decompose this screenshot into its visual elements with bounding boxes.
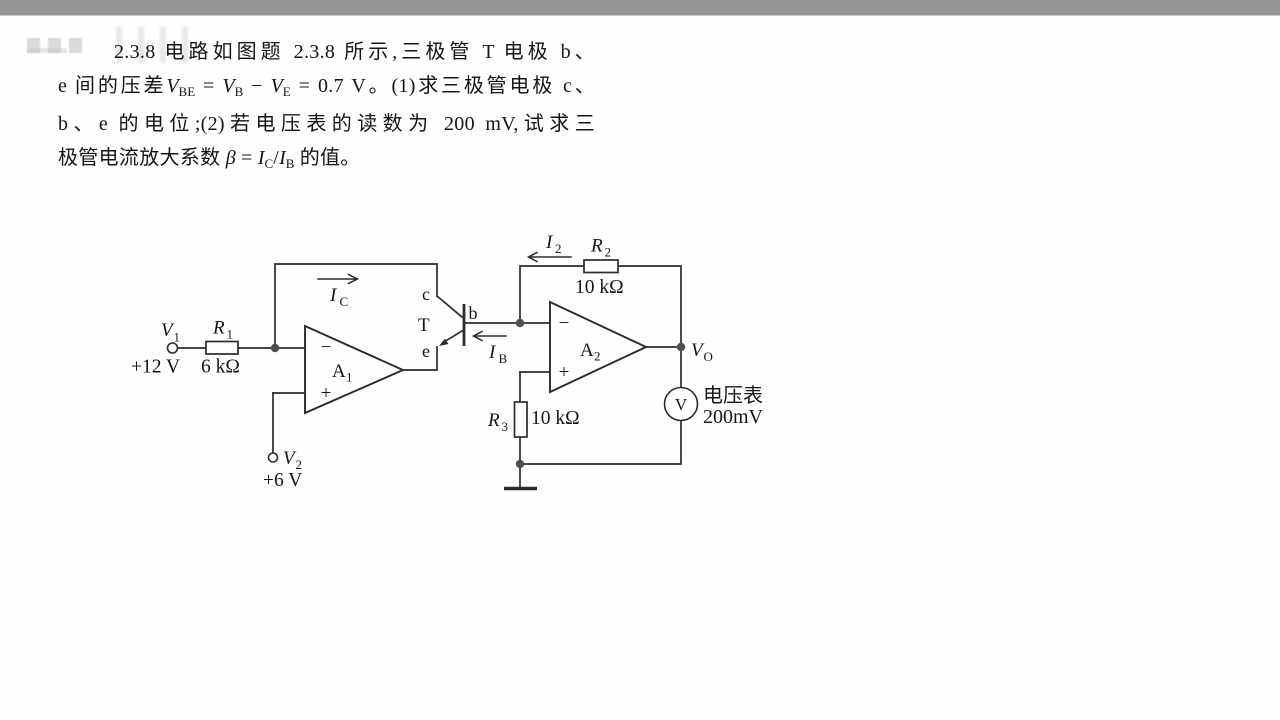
a2-label-sub: 2 bbox=[594, 349, 601, 364]
a1-noninverting-sign: + bbox=[321, 383, 332, 404]
ic-arrow bbox=[317, 273, 360, 285]
resistor-r3 bbox=[513, 401, 528, 438]
current-arrows bbox=[317, 251, 572, 342]
i2-label: I bbox=[545, 232, 554, 253]
wire bbox=[617, 265, 682, 348]
r3-label-sub: 3 bbox=[502, 419, 509, 434]
ic-label: I bbox=[329, 285, 338, 306]
collector-lead bbox=[435, 294, 464, 319]
emitter-arrow bbox=[439, 338, 449, 346]
watermark-smudge bbox=[27, 38, 89, 53]
problem-line-2: e 间的压差VBE = VB − VE = 0.7 V。(1)求三极管电极 c、 bbox=[58, 74, 596, 99]
opamp-a2-body bbox=[549, 300, 649, 394]
v1-label-sub: 1 bbox=[174, 330, 181, 345]
a1-inverting-sign: − bbox=[321, 337, 332, 358]
r3-label: R bbox=[487, 410, 500, 431]
v1-label: V bbox=[161, 320, 175, 341]
r3-value: 10 kΩ bbox=[531, 408, 580, 429]
junction-dot bbox=[515, 459, 525, 469]
r2-label-sub: 2 bbox=[605, 245, 612, 260]
wire bbox=[519, 265, 585, 324]
problem-line-4: 极管电流放大系数 β = IC/IB 的值。 bbox=[58, 146, 361, 171]
terminal-v2 bbox=[267, 452, 279, 463]
r1-label: R bbox=[212, 318, 225, 339]
electrode-c-label: c bbox=[422, 284, 430, 304]
v2-label-sub: 2 bbox=[296, 457, 303, 472]
i2-arrow bbox=[526, 251, 572, 263]
opamp-a1-body bbox=[304, 324, 406, 415]
a1-label: A bbox=[332, 361, 346, 382]
junction-dot bbox=[676, 342, 686, 352]
v2-value: +6 V bbox=[263, 470, 302, 491]
problem-line-3: b、e 的电位;(2)若电压表的读数为 200 mV,试求三 bbox=[58, 113, 595, 135]
a2-noninverting-sign: + bbox=[559, 362, 570, 383]
ib-arrow bbox=[471, 330, 507, 342]
junction-dots bbox=[270, 318, 686, 469]
transistor-t: c T e b bbox=[418, 284, 478, 361]
wire bbox=[274, 263, 438, 349]
voltmeter-name: 电压表 bbox=[703, 384, 763, 407]
wire bbox=[519, 419, 682, 465]
problem-line-1: 2.3.8 电路如图题 2.3.8 所示,三极管 T 电极 b、 bbox=[114, 41, 595, 63]
a2-label: A bbox=[580, 340, 594, 361]
resistor-r1 bbox=[205, 340, 239, 355]
v2-label: V bbox=[283, 448, 297, 469]
junction-dot bbox=[515, 318, 525, 328]
r1-label-sub: 1 bbox=[227, 327, 234, 342]
r2-label: R bbox=[590, 236, 603, 257]
voltmeter: V 电压表 200mV bbox=[663, 384, 764, 428]
ic-label-sub: C bbox=[340, 294, 349, 309]
electrode-e-label: e bbox=[422, 341, 430, 361]
voltmeter-reading: 200mV bbox=[703, 406, 764, 428]
v1-value: +12 V bbox=[131, 357, 180, 378]
junction-dot bbox=[270, 343, 280, 353]
ib-label-sub: B bbox=[499, 351, 508, 366]
player-top-bar bbox=[0, 0, 1280, 16]
r2-value: 10 kΩ bbox=[575, 277, 624, 298]
a2-inverting-sign: − bbox=[559, 313, 570, 334]
resistor-r2 bbox=[583, 259, 619, 274]
watermark-smudge bbox=[116, 27, 196, 63]
opamp-a2: − + A 2 bbox=[549, 300, 649, 394]
voltmeter-symbol: V bbox=[675, 395, 688, 414]
problem-statement: 2.3.8 电路如图题 2.3.8 所示,三极管 T 电极 b、 e 间的压差V… bbox=[58, 36, 595, 180]
opamp-a1: − + A 1 bbox=[304, 324, 406, 415]
voltmeter-circle bbox=[663, 386, 699, 422]
vo-label: V bbox=[691, 340, 705, 361]
watermark-smudge bbox=[27, 48, 67, 53]
r1-value: 6 kΩ bbox=[201, 357, 240, 378]
transistor-name: T bbox=[418, 315, 430, 336]
vo-label-sub: O bbox=[704, 349, 713, 364]
ib-label: I bbox=[488, 342, 497, 363]
i2-label-sub: 2 bbox=[555, 241, 562, 256]
electrode-b-label: b bbox=[469, 303, 478, 323]
circuit-labels: V 1 +12 V R 1 6 kΩ I C V 2 +6 V I B I 2 … bbox=[131, 232, 713, 491]
terminal-v1 bbox=[166, 342, 179, 354]
wire bbox=[402, 346, 438, 371]
a1-label-sub: 1 bbox=[346, 370, 353, 385]
